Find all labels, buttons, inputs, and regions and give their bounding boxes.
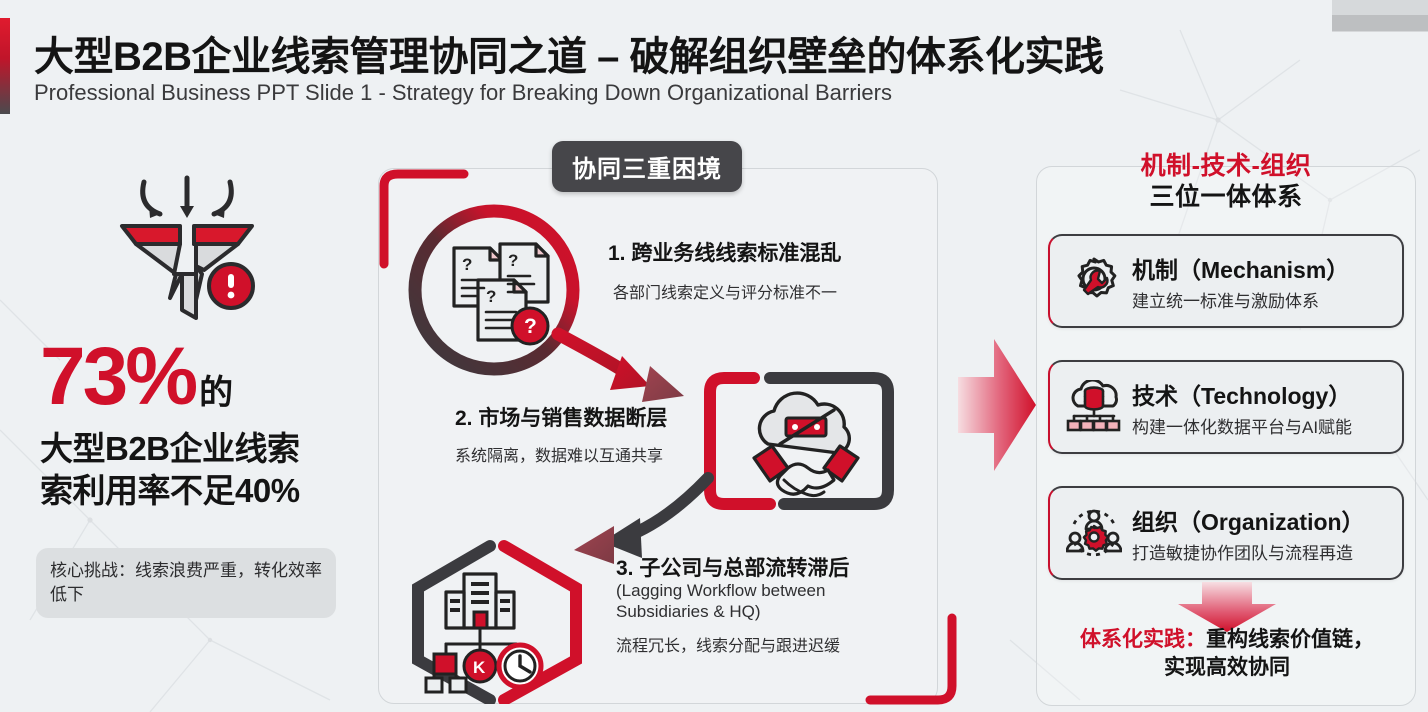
- statistic-number: 73%: [40, 331, 198, 422]
- cloud-database-icon: [1064, 380, 1124, 434]
- issue-1-subtitle: 各部门线索定义与评分标准不一: [613, 285, 838, 302]
- people-gear-icon: [1064, 506, 1124, 560]
- conclusion-line1: 重构线索价值链，: [1206, 628, 1374, 651]
- left-statistics-panel: 73% 的 大型B2B企业线索 索利用率不足40% 核心挑战：线索浪费严重，转化…: [0, 150, 370, 670]
- gear-wrench-icon: [1064, 254, 1124, 308]
- pillar-card-technology[interactable]: 技术（Technology） 构建一体化数据平台与AI赋能: [1048, 360, 1404, 454]
- issue-3-subtitle-en: (Lagging Workflow between Subsidiaries &…: [616, 580, 825, 623]
- pillar-mechanism-name: 机制（Mechanism）: [1132, 256, 1350, 283]
- pillar-organization-name: 组织（Organization）: [1132, 508, 1365, 535]
- issue-3-title: 3. 子公司与总部流转滞后: [616, 557, 850, 580]
- center-diagram-graphics: ??? ?: [408, 204, 894, 704]
- center-panel-badge: 协同三重困境: [552, 141, 742, 192]
- svg-text:?: ?: [486, 287, 496, 306]
- pillar-card-organization[interactable]: 组织（Organization） 打造敏捷协作团队与流程再造: [1048, 486, 1404, 580]
- pillar-organization-desc: 打造敏捷协作团队与流程再造: [1132, 543, 1353, 563]
- header-accent-bar: [0, 18, 10, 114]
- statistic-suffix: 的: [199, 374, 234, 412]
- issue-3-subtitle-en-line1: (Lagging Workflow between: [616, 581, 826, 600]
- pillar-mechanism-desc: 建立统一标准与激励体系: [1132, 291, 1319, 311]
- svg-text:?: ?: [508, 251, 518, 270]
- svg-text:K: K: [473, 658, 486, 677]
- issue-2-subtitle: 系统隔离，数据难以互通共享: [455, 448, 664, 465]
- issue-2-title: 2. 市场与销售数据断层: [455, 407, 668, 430]
- statistic-description-line1: 大型B2B企业线索: [40, 430, 300, 467]
- transition-arrow-right: [958, 339, 1036, 471]
- issue-3-subtitle: 流程冗长，线索分配与跟进迟缓: [616, 638, 841, 655]
- conclusion-arrow-down: [1178, 582, 1276, 632]
- conclusion-text: 体系化实践：重构线索价值链， 实现高效协同: [1046, 626, 1408, 682]
- conclusion-label: 体系化实践：: [1080, 628, 1206, 651]
- pillar-technology-name: 技术（Technology）: [1132, 382, 1352, 409]
- conclusion-line2: 实现高效协同: [1164, 655, 1290, 679]
- top-right-placeholder-block: [1332, 0, 1428, 36]
- statistic-description: 大型B2B企业线索 索利用率不足40%: [40, 428, 370, 512]
- statistic-headline: 73% 的: [40, 331, 370, 422]
- pillar-technology-desc: 构建一体化数据平台与AI赋能: [1132, 417, 1353, 437]
- corner-bracket-top-left: [379, 169, 469, 269]
- broken-funnel-icon: [92, 170, 282, 320]
- core-challenge-note: 核心挑战：线索浪费严重，转化效率低下: [36, 548, 336, 619]
- svg-text:?: ?: [524, 315, 537, 338]
- corner-bracket-bottom-right: [865, 613, 957, 705]
- pillar-card-mechanism[interactable]: 机制（Mechanism） 建立统一标准与激励体系: [1048, 234, 1404, 328]
- solution-heading-dark: 三位一体体系: [1149, 183, 1303, 211]
- issue-1-title: 1. 跨业务线线索标准混乱: [608, 242, 842, 265]
- page-subtitle: Professional Business PPT Slide 1 - Stra…: [34, 80, 892, 105]
- svg-text:?: ?: [462, 255, 472, 274]
- statistic-description-line2: 索利用率不足40%: [40, 471, 300, 509]
- page-title: 大型B2B企业线索管理协同之道 – 破解组织壁垒的体系化实践: [34, 35, 1104, 79]
- issue-3-subtitle-en-line2: Subsidiaries & HQ): [616, 602, 761, 622]
